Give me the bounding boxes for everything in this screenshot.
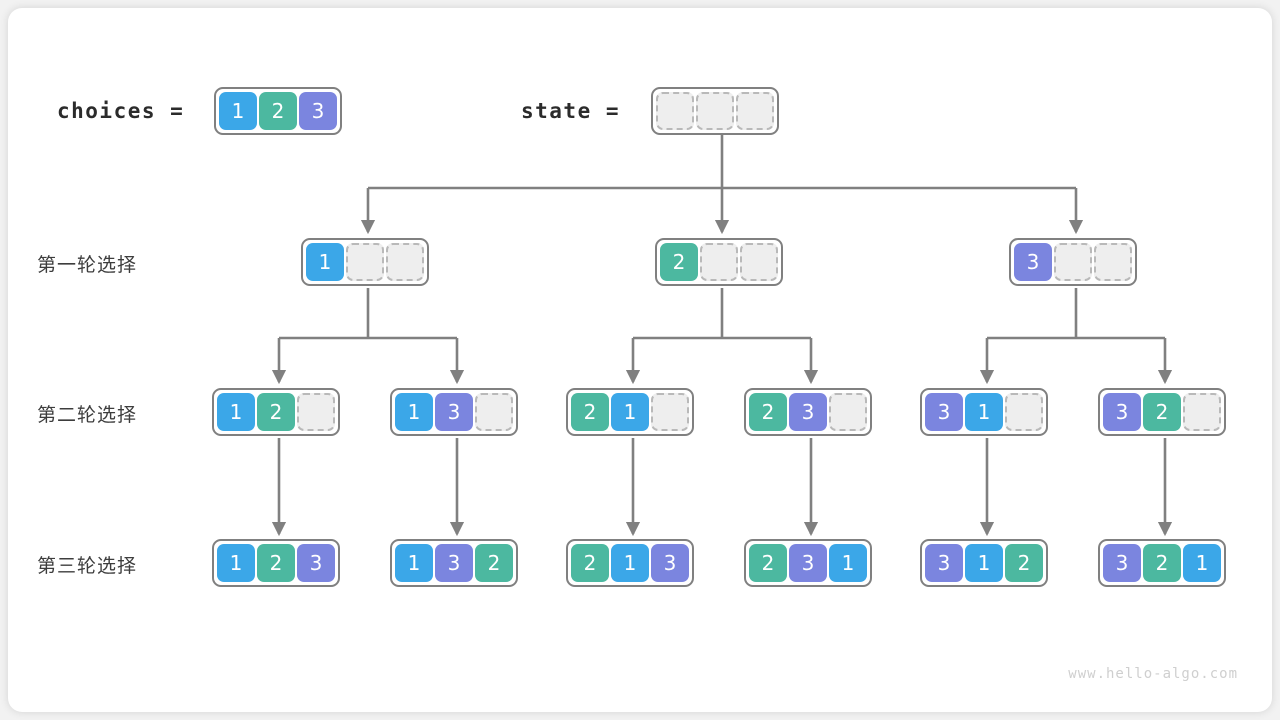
state-array-round-2-5-cell-1: 1	[965, 393, 1003, 431]
state-array-round-3-2-cell-2: 2	[475, 544, 513, 582]
watermark: www.hello-algo.com	[1068, 666, 1238, 682]
row-label-round-3: 第三轮选择	[37, 555, 138, 577]
choices-label: choices =	[57, 99, 185, 123]
state-array-round-2-6-cell-0: 3	[1103, 393, 1141, 431]
state-array-round-3-1-cell-0: 1	[217, 544, 255, 582]
state-array-round-1-2[interactable]: 2	[655, 238, 783, 286]
state-array-round-3-5-cell-1: 1	[965, 544, 1003, 582]
state-array-round-3-4-cell-1: 3	[789, 544, 827, 582]
state-array-round-2-5-cell-2	[1005, 393, 1043, 431]
state-cell-0	[656, 92, 694, 130]
state-array-round-1-1-cell-1	[346, 243, 384, 281]
state-array-round-2-1-cell-0: 1	[217, 393, 255, 431]
row-label-round-2: 第二轮选择	[37, 404, 138, 426]
state-array-round-2-6-cell-1: 2	[1143, 393, 1181, 431]
state-array-round-3-4-cell-2: 1	[829, 544, 867, 582]
state-array-round-2-2-cell-2	[475, 393, 513, 431]
state-array-round-3-5-cell-2: 2	[1005, 544, 1043, 582]
state-array-round-2-4-cell-2	[829, 393, 867, 431]
state-array-round-2-3-cell-0: 2	[571, 393, 609, 431]
state-array-round-3-3-cell-1: 1	[611, 544, 649, 582]
state-array-round-2-6-cell-2	[1183, 393, 1221, 431]
state-array-round-3-3-cell-0: 2	[571, 544, 609, 582]
state-array-round-2-3-cell-2	[651, 393, 689, 431]
state-array-round-2-4-cell-0: 2	[749, 393, 787, 431]
state-array-round-1-2-cell-2	[740, 243, 778, 281]
state-array[interactable]	[651, 87, 779, 135]
state-array-round-1-1[interactable]: 1	[301, 238, 429, 286]
state-array-round-2-2-cell-1: 3	[435, 393, 473, 431]
choices-cell-0: 1	[219, 92, 257, 130]
state-array-round-1-3[interactable]: 3	[1009, 238, 1137, 286]
state-label: state =	[521, 99, 621, 123]
state-array-round-3-4-cell-0: 2	[749, 544, 787, 582]
state-array-round-2-1-cell-2	[297, 393, 335, 431]
state-array-round-3-1-cell-2: 3	[297, 544, 335, 582]
state-array-round-2-4-cell-1: 3	[789, 393, 827, 431]
state-array-round-3-6-cell-1: 2	[1143, 544, 1181, 582]
state-array-round-1-1-cell-2	[386, 243, 424, 281]
state-array-round-3-3-cell-2: 3	[651, 544, 689, 582]
diagram-card	[8, 8, 1272, 712]
state-cell-2	[736, 92, 774, 130]
state-array-round-1-1-cell-0: 1	[306, 243, 344, 281]
state-array-round-2-1-cell-1: 2	[257, 393, 295, 431]
row-label-round-1: 第一轮选择	[37, 254, 138, 276]
state-array-round-1-3-cell-0: 3	[1014, 243, 1052, 281]
choices-cell-2: 3	[299, 92, 337, 130]
choices-cell-1: 2	[259, 92, 297, 130]
state-cell-1	[696, 92, 734, 130]
state-array-round-3-6-cell-0: 3	[1103, 544, 1141, 582]
state-array-round-2-2-cell-0: 1	[395, 393, 433, 431]
state-array-round-1-2-cell-0: 2	[660, 243, 698, 281]
state-array-round-3-2-cell-1: 3	[435, 544, 473, 582]
state-array-round-2-5-cell-0: 3	[925, 393, 963, 431]
state-array-round-1-3-cell-2	[1094, 243, 1132, 281]
state-array-round-2-3-cell-1: 1	[611, 393, 649, 431]
state-array-round-3-2-cell-0: 1	[395, 544, 433, 582]
state-array-round-3-6-cell-2: 1	[1183, 544, 1221, 582]
state-array-round-1-2-cell-1	[700, 243, 738, 281]
state-array-round-1-3-cell-1	[1054, 243, 1092, 281]
state-array-round-3-5-cell-0: 3	[925, 544, 963, 582]
state-array-round-3-1-cell-1: 2	[257, 544, 295, 582]
